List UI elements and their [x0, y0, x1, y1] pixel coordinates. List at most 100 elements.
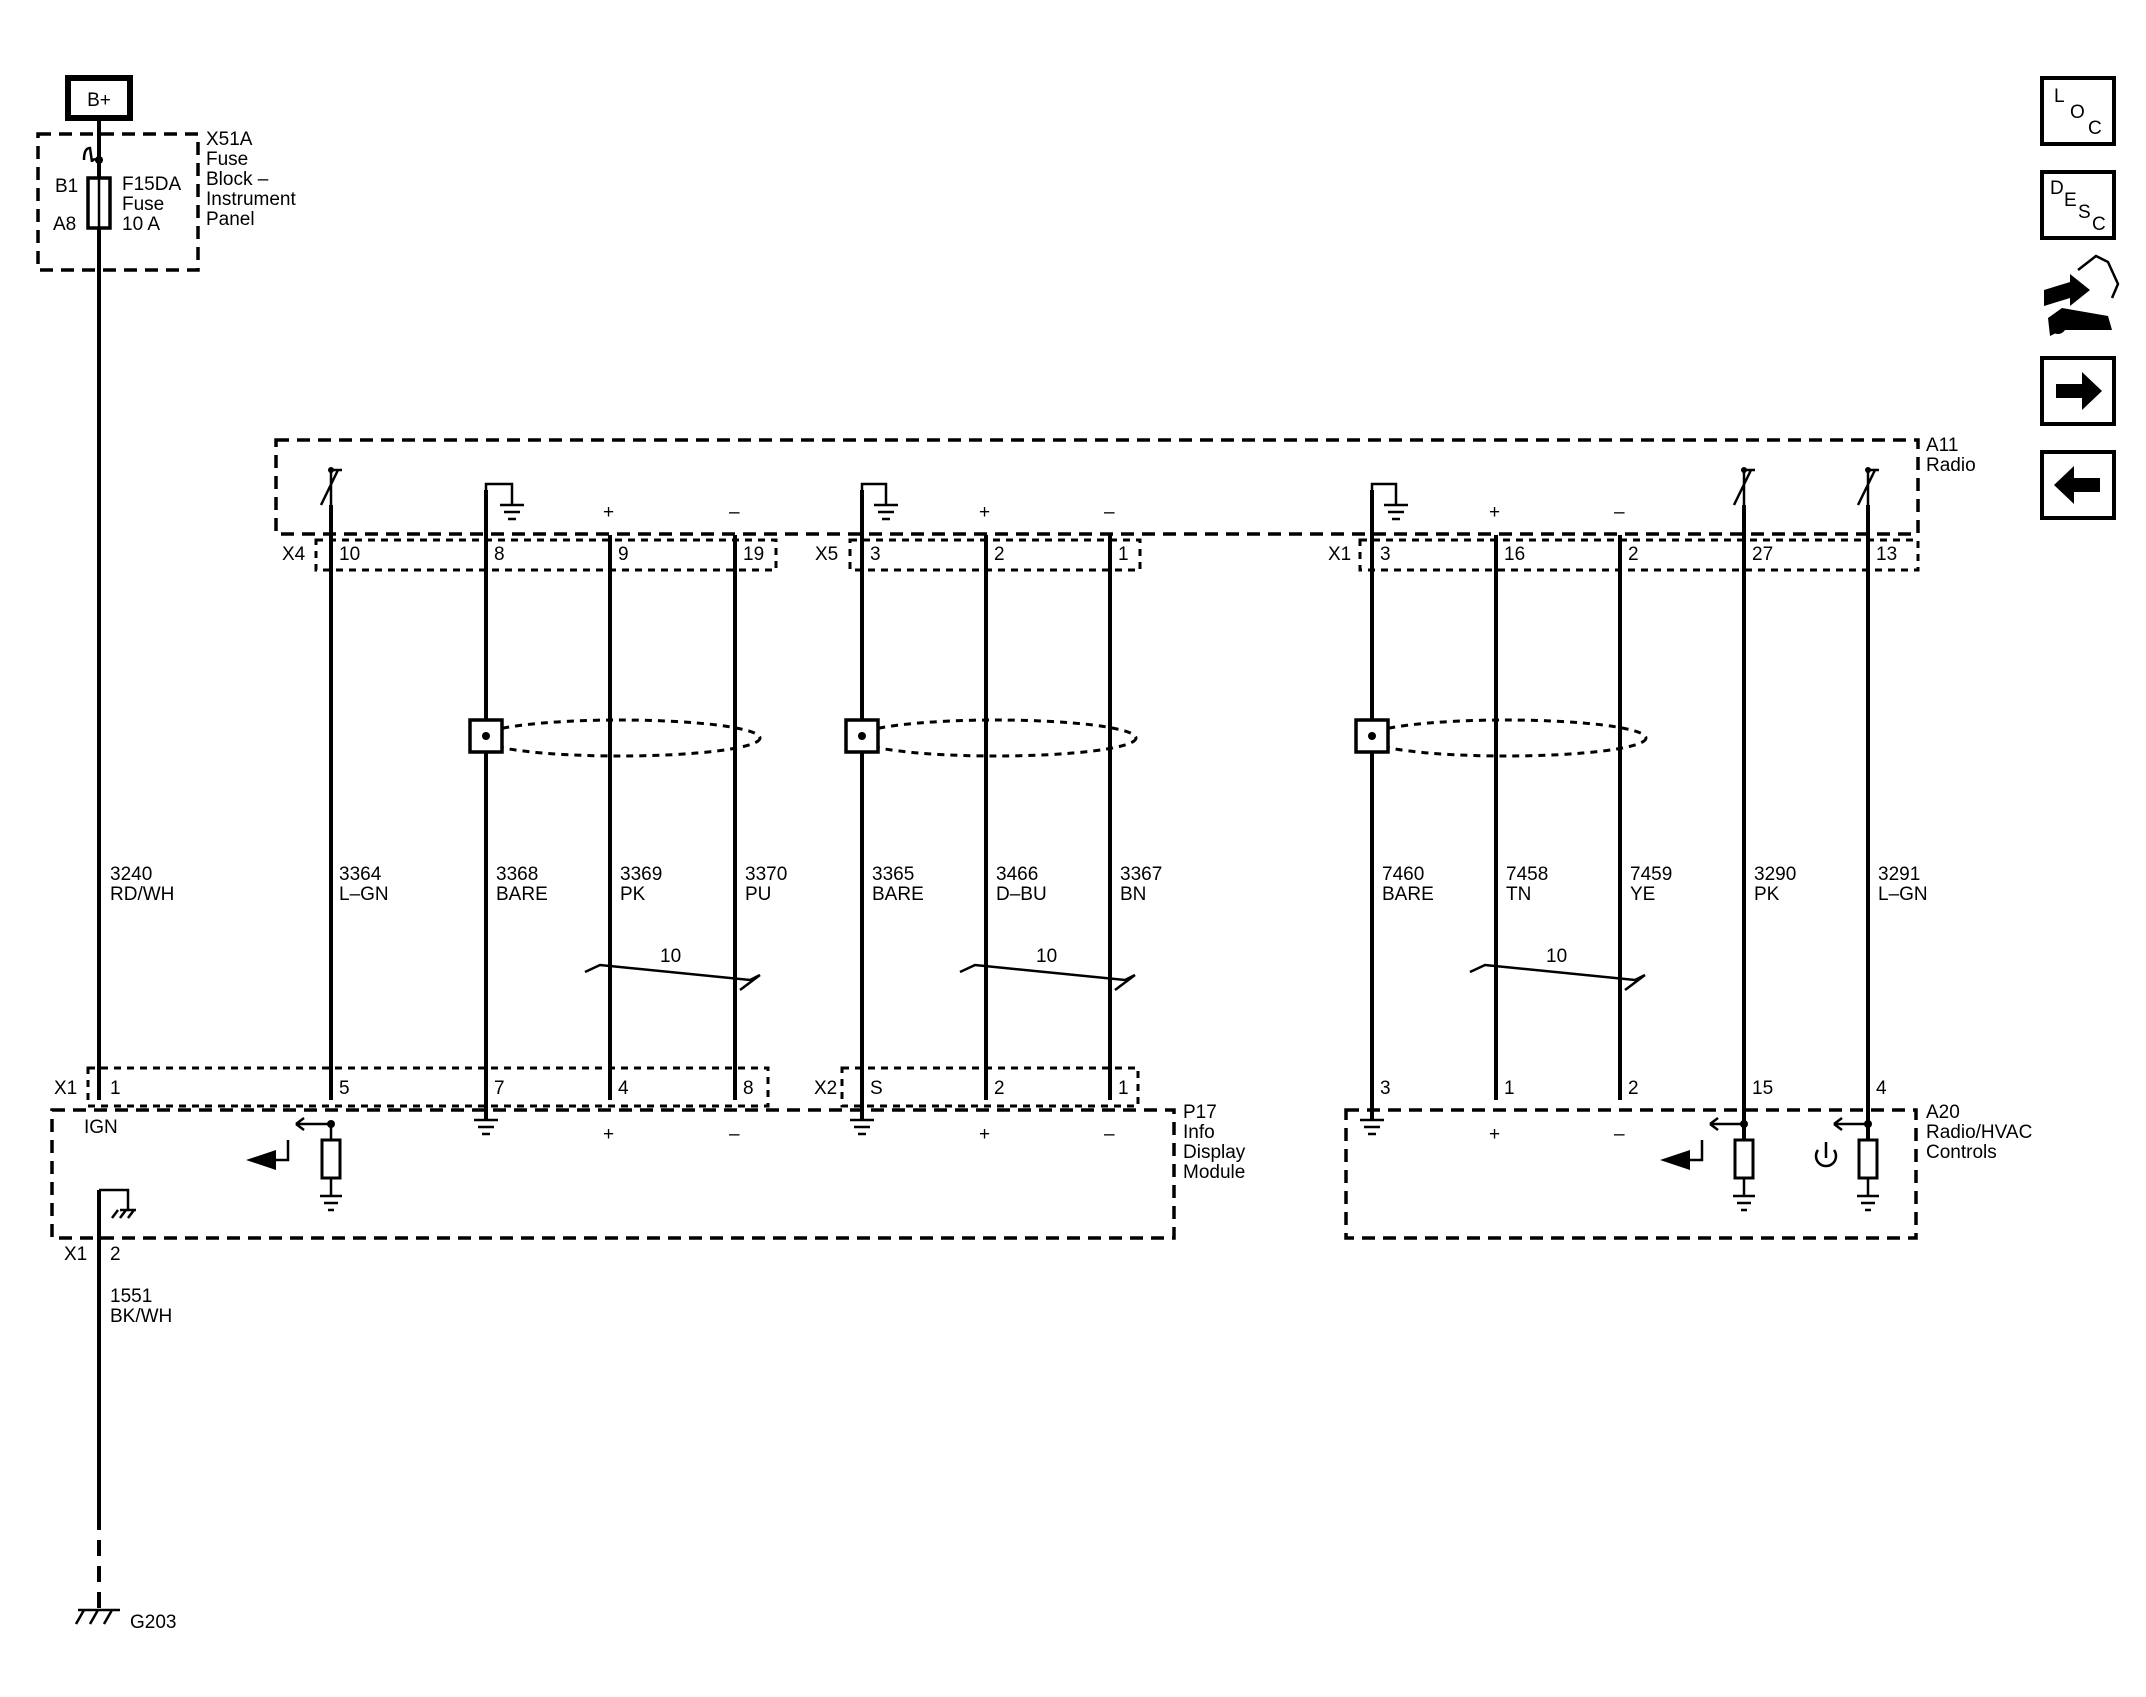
fuse-pin-bottom: A8	[53, 214, 76, 235]
info-display-internal-symbols: + – + –	[99, 1117, 1115, 1219]
twisted-pair-marker: 10	[584, 946, 761, 991]
hvac-name-line: Controls	[1926, 1142, 1997, 1163]
pin-label: 2	[994, 1078, 1005, 1099]
polarity-plus: +	[603, 1124, 614, 1145]
connector-x1-ground-label: X1	[64, 1244, 87, 1265]
polarity-minus: –	[1614, 1124, 1625, 1145]
polarity-minus: –	[1614, 502, 1625, 523]
nav-loc-button[interactable]: L O C	[2040, 76, 2116, 146]
ground-circuit: X1 2 1551 BK/WH G203	[64, 1190, 176, 1633]
polarity-minus: –	[729, 502, 740, 523]
connector-x4-strip	[314, 538, 778, 572]
info-display-name-line: Info	[1183, 1122, 1215, 1143]
wire-color: RD/WH	[110, 884, 174, 905]
info-display-name-line: Display	[1183, 1142, 1246, 1163]
shield-group-1	[468, 718, 762, 758]
radio-hvac-controls-a20: A20 Radio/HVAC Controls	[1344, 1102, 2032, 1240]
wire-color: BARE	[872, 884, 924, 905]
polarity-plus: +	[1489, 502, 1500, 523]
connector-x1-bottom-strip	[86, 1066, 770, 1108]
polarity-plus: +	[979, 1124, 990, 1145]
circuit-number: 3365	[872, 864, 914, 885]
arrow-right-icon	[2056, 372, 2102, 410]
pin-label: 3	[1380, 1078, 1391, 1099]
pin-label: 15	[1752, 1078, 1773, 1099]
fuse-pin-top: B1	[55, 176, 78, 197]
polarity-minus: –	[1104, 1124, 1115, 1145]
nav-next-button[interactable]	[2040, 356, 2116, 426]
twist-label: 10	[660, 946, 681, 967]
wire-color: PK	[1754, 884, 1780, 905]
connector-x5-label: X5	[815, 544, 838, 565]
fuse-block-name-line: Instrument	[206, 189, 296, 210]
pin-label: S	[870, 1078, 883, 1099]
twisted-pair-marker: 10	[1469, 946, 1646, 991]
nav-service-button[interactable]	[2044, 254, 2120, 336]
pin-label: 2	[994, 544, 1005, 565]
pin-label: 4	[1876, 1078, 1887, 1099]
arrow-left-icon	[2054, 466, 2100, 504]
shield-group-3	[1354, 718, 1648, 758]
hvac-name-line: A20	[1926, 1102, 1960, 1123]
circuit-number: 3368	[496, 864, 538, 885]
info-display-name-line: Module	[1183, 1162, 1245, 1183]
wire-set	[329, 490, 1870, 1140]
pin-label: 1	[1118, 1078, 1129, 1099]
pin-label: 8	[743, 1078, 754, 1099]
polarity-plus: +	[979, 502, 990, 523]
connector-x1-top-label: X1	[1328, 544, 1351, 565]
wire-color: PU	[745, 884, 771, 905]
radio-internal-symbols: + – + – + –	[319, 467, 1879, 523]
car-wrench-icon	[2044, 254, 2120, 336]
nav-desc-button[interactable]: D E S C	[2040, 170, 2116, 240]
fuse-label-line: 10 A	[122, 214, 160, 235]
top-pin-labels: 10 8 9 19 3 2 1 3 16 2 27 13	[339, 544, 1897, 565]
ground-wire-color: BK/WH	[110, 1306, 172, 1327]
fuse-block-name-line: Block –	[206, 169, 269, 190]
circuit-number: 7460	[1382, 864, 1424, 885]
circuit-number: 7459	[1630, 864, 1672, 885]
hvac-internal-symbols: + –	[1360, 1117, 1879, 1212]
pin-label: 5	[339, 1078, 350, 1099]
fuse-f15da	[86, 176, 112, 230]
fuse-block-name-line: Fuse	[206, 149, 248, 170]
radio-name-line: A11	[1926, 435, 1958, 456]
pin-label: 10	[339, 544, 360, 565]
nav-previous-button[interactable]	[2040, 450, 2116, 520]
loc-letter: L	[2054, 86, 2065, 107]
pin-label: 27	[1752, 544, 1773, 565]
pin-label: 9	[618, 544, 629, 565]
twisted-pair-marker: 10	[959, 946, 1136, 991]
ground-pin: 2	[110, 1244, 121, 1265]
connector-x5-strip	[848, 538, 1142, 572]
desc-letter: S	[2078, 202, 2091, 223]
wire-color: PK	[620, 884, 646, 905]
wire-color: L–GN	[339, 884, 389, 905]
pin-label: 8	[494, 544, 505, 565]
desc-letter: E	[2064, 190, 2077, 211]
fuse-label-line: Fuse	[122, 194, 164, 215]
twist-label: 10	[1546, 946, 1567, 967]
fuse-label-line: F15DA	[122, 174, 181, 195]
chassis-ground-icon	[74, 1608, 120, 1625]
desc-letter: C	[2092, 214, 2106, 235]
polarity-minus: –	[729, 1124, 740, 1145]
pin-label: 2	[1628, 1078, 1639, 1099]
connector-x2-label: X2	[814, 1078, 837, 1099]
connector-x4-label: X4	[282, 544, 306, 565]
connector-x1-top-strip	[1358, 538, 1920, 572]
wire-color: YE	[1630, 884, 1655, 905]
circuit-number: 3240	[110, 864, 152, 885]
connector-x1-bottom-label: X1	[54, 1078, 77, 1099]
hvac-name-line: Radio/HVAC	[1926, 1122, 2032, 1143]
circuit-number: 7458	[1506, 864, 1548, 885]
twist-label: 10	[1036, 946, 1057, 967]
circuit-number: 3369	[620, 864, 662, 885]
battery-positive-source: B+	[65, 75, 133, 121]
bottom-pin-labels: 1 5 7 4 8 S 2 1 3 1 2 15 4	[110, 1078, 1887, 1099]
circuit-number: 3370	[745, 864, 787, 885]
pin-label: 1	[1504, 1078, 1515, 1099]
circuit-labels: 3240 RD/WH 3364 L–GN 3368 BARE 3369 PK 3…	[110, 864, 1928, 905]
pin-label: 3	[870, 544, 881, 565]
